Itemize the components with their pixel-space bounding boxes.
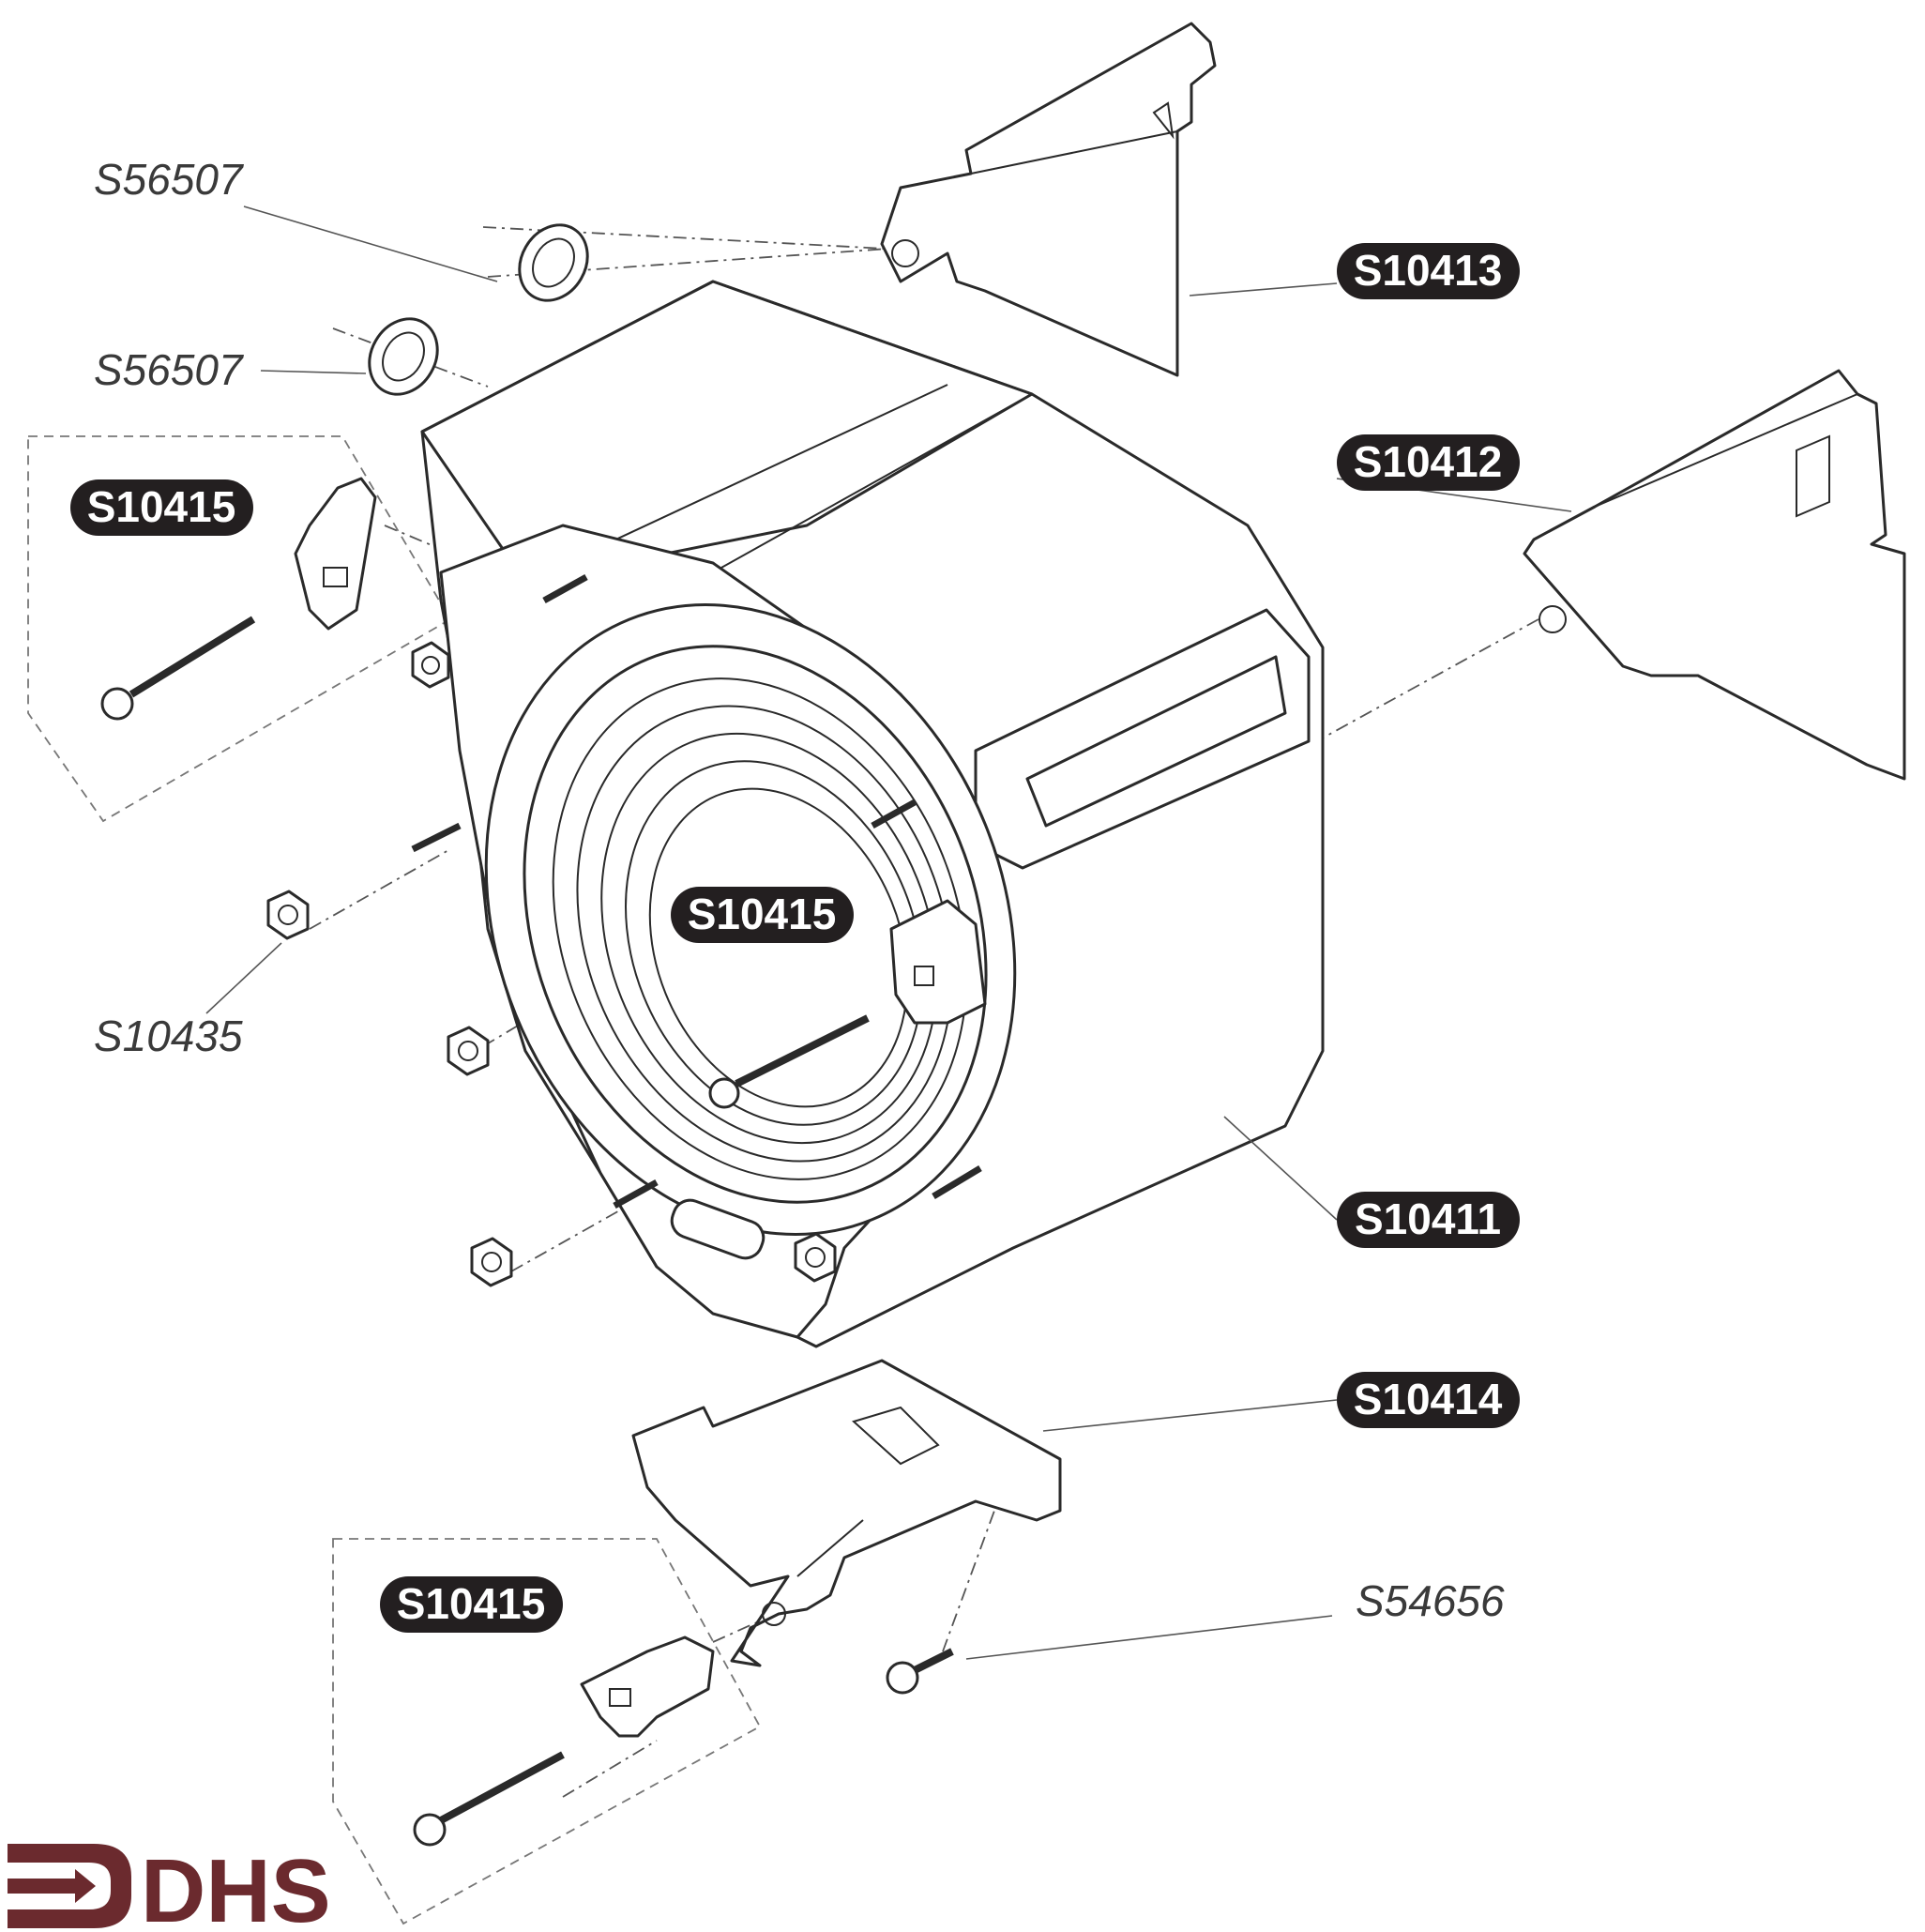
label-s10415-mid: S10415 <box>671 887 854 943</box>
label-s10435: S10435 <box>94 1012 243 1060</box>
hex-nut-icon <box>470 1237 513 1287</box>
hex-nut-icon <box>794 1232 837 1283</box>
label-s10415-bottom: S10415 <box>380 1576 563 1633</box>
svg-text:S10411: S10411 <box>1355 1194 1501 1243</box>
svg-text:S10415: S10415 <box>87 482 236 531</box>
top-bracket <box>880 22 1217 377</box>
flange-nuts <box>266 573 982 1287</box>
svg-text:S10415: S10415 <box>688 890 837 938</box>
label-s56507-upper: S56507 <box>94 155 244 204</box>
screw-head-icon <box>886 1661 919 1695</box>
svg-text:S10415: S10415 <box>397 1579 546 1628</box>
blower-wheel <box>552 677 968 1180</box>
label-s10412: S10412 <box>1337 434 1520 491</box>
label-s10414: S10414 <box>1337 1372 1520 1428</box>
bottom-bracket <box>631 1359 1062 1667</box>
svg-text:S10414: S10414 <box>1354 1375 1503 1423</box>
hex-nut-icon <box>266 890 310 940</box>
svg-text:S10412: S10412 <box>1354 437 1503 486</box>
label-s10413: S10413 <box>1337 243 1520 299</box>
screw-head-icon <box>708 1077 740 1109</box>
clip-and-screw-mid <box>708 899 987 1109</box>
label-s54656: S54656 <box>1356 1576 1505 1625</box>
label-s10411: S10411 <box>1337 1192 1520 1248</box>
clip-and-screw-bottom <box>413 1635 715 1847</box>
clip-and-screw-top <box>100 477 377 721</box>
dhs-logo: DHS <box>8 1841 331 1932</box>
hex-nut-icon <box>411 641 450 689</box>
blower-housing <box>420 280 1325 1348</box>
hex-nut-icon <box>447 1026 490 1076</box>
side-bracket <box>1523 369 1906 781</box>
svg-text:DHS: DHS <box>141 1841 331 1932</box>
seal-rings <box>368 223 589 396</box>
screw-head-icon <box>413 1813 447 1847</box>
label-s10415-top: S10415 <box>70 479 253 536</box>
screw-head-icon <box>100 687 134 721</box>
svg-text:S10413: S10413 <box>1354 246 1503 295</box>
label-s56507-lower: S56507 <box>94 345 244 394</box>
small-screw <box>886 1648 954 1695</box>
